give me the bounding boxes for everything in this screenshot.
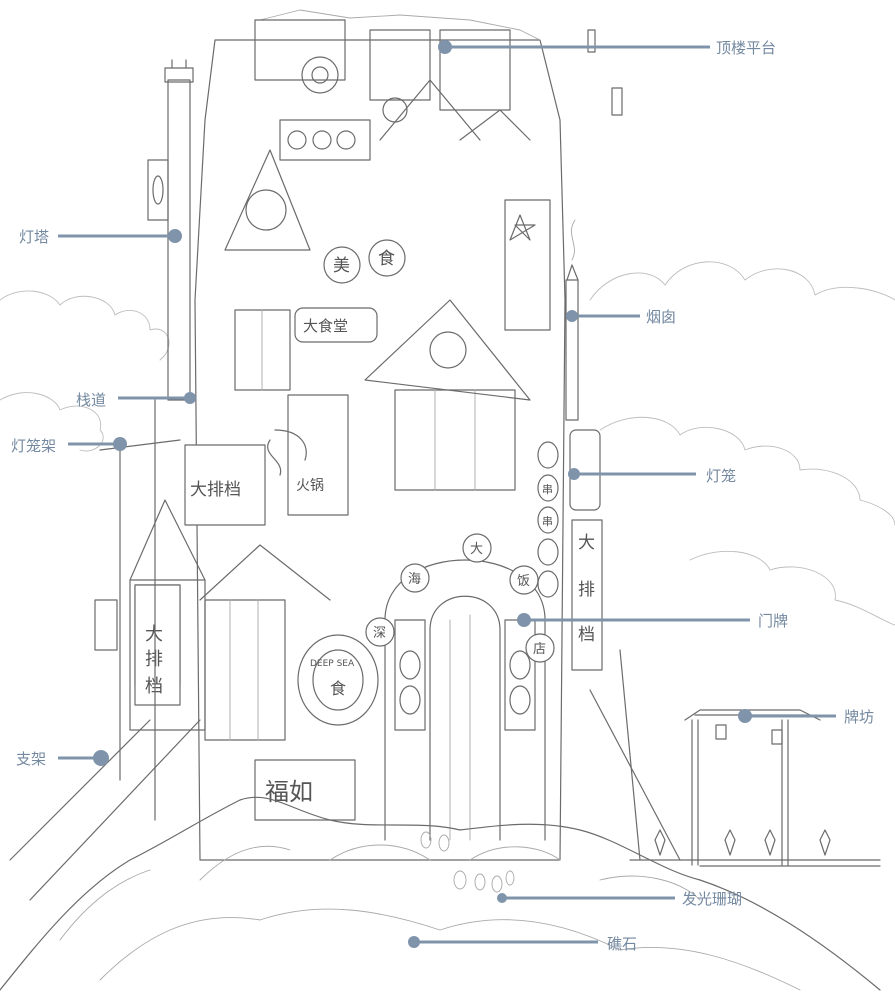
right-banner-da: 大 — [578, 533, 595, 553]
left-vertical-banner: 大 排 档 — [134, 584, 181, 706]
callout-lantern: 灯笼 — [568, 467, 736, 485]
banner-huoguo: 火锅 — [296, 478, 324, 494]
sign-fuzhi: 福如 — [265, 778, 313, 806]
cloud-left — [0, 290, 170, 361]
scaffold-supports — [9, 399, 681, 901]
upper-signs: 美 食 大食堂 — [294, 239, 406, 343]
barrel-shi: 食 — [330, 679, 346, 698]
label-lighthouse: 灯塔 — [19, 228, 49, 246]
banner-dang: 档 — [145, 676, 163, 697]
label-glowing-coral: 发光珊瑚 — [682, 890, 742, 908]
cloud-right-mid — [599, 416, 895, 526]
banner-da: 大 — [145, 624, 163, 645]
callout-walkway: 栈道 — [76, 391, 196, 409]
callout-lighthouse: 灯塔 — [19, 228, 182, 246]
main-gate — [384, 559, 546, 841]
paifang-archway — [629, 709, 881, 867]
sign-dashitang: 大食堂 — [303, 317, 348, 335]
label-lantern: 灯笼 — [706, 467, 736, 485]
right-vertical-banner: 大 排 档 — [571, 519, 603, 671]
label-lantern-rack: 灯笼架 — [11, 437, 56, 455]
callout-glowing-coral: 发光珊瑚 — [497, 890, 742, 908]
central-lower-house — [199, 544, 331, 741]
lighthouse-tower — [147, 59, 194, 401]
middle-banners: 大排档 火锅 — [184, 394, 349, 526]
cloud-right-low — [689, 550, 895, 626]
callout-archway: 牌坊 — [738, 708, 874, 726]
callouts: 顶楼平台 灯塔 烟囱 栈道 灯笼架 灯笼 — [11, 39, 874, 953]
arch-medallions: 深 海 大 饭 店 — [365, 533, 555, 663]
label-walkway: 栈道 — [76, 391, 106, 409]
right-lanterns: 串 串 — [537, 29, 623, 598]
label-bracket: 支架 — [16, 750, 46, 768]
medallion-shen: 深 — [373, 626, 386, 641]
label-rooftop-platform: 顶楼平台 — [716, 39, 776, 57]
banner-pai: 排 — [145, 649, 163, 670]
sign-mei: 美 — [333, 256, 350, 276]
medallion-hai: 海 — [408, 572, 421, 587]
medallion-dian: 店 — [533, 642, 546, 657]
sketch-drawing: 深 海 大 饭 店 美 食 大食堂 大排档 火锅 大 排 档 — [0, 9, 895, 991]
sign-shi: 食 — [378, 249, 395, 269]
banner-dapaidang: 大排档 — [190, 480, 241, 500]
reef-base — [0, 796, 881, 991]
deep-sea-barrel: DEEP SEA 食 — [297, 634, 379, 726]
right-banner-pai: 排 — [578, 580, 595, 600]
callout-rooftop-platform: 顶楼平台 — [438, 39, 776, 57]
callout-reef: 礁石 — [408, 935, 637, 953]
cloud-right — [589, 261, 895, 301]
main-tower — [194, 9, 566, 861]
callout-bracket: 支架 — [16, 750, 109, 768]
label-chimney: 烟囱 — [646, 308, 676, 326]
label-archway: 牌坊 — [844, 708, 874, 726]
right-banner-dang: 档 — [578, 625, 595, 645]
medallion-fan: 饭 — [517, 574, 530, 589]
medallion-da: 大 — [470, 542, 483, 557]
barrel-label: DEEP SEA — [310, 659, 355, 669]
callout-chimney: 烟囱 — [566, 308, 676, 326]
chimney — [565, 219, 579, 421]
fuzhi-sign: 福如 — [254, 759, 356, 821]
label-reef: 礁石 — [607, 935, 637, 953]
callout-lantern-rack: 灯笼架 — [11, 437, 127, 455]
label-door-sign: 门牌 — [758, 612, 788, 630]
lantern-chuan-2: 串 — [542, 515, 553, 528]
lantern-chuan-1: 串 — [542, 483, 553, 496]
callout-door-sign: 门牌 — [517, 612, 788, 630]
